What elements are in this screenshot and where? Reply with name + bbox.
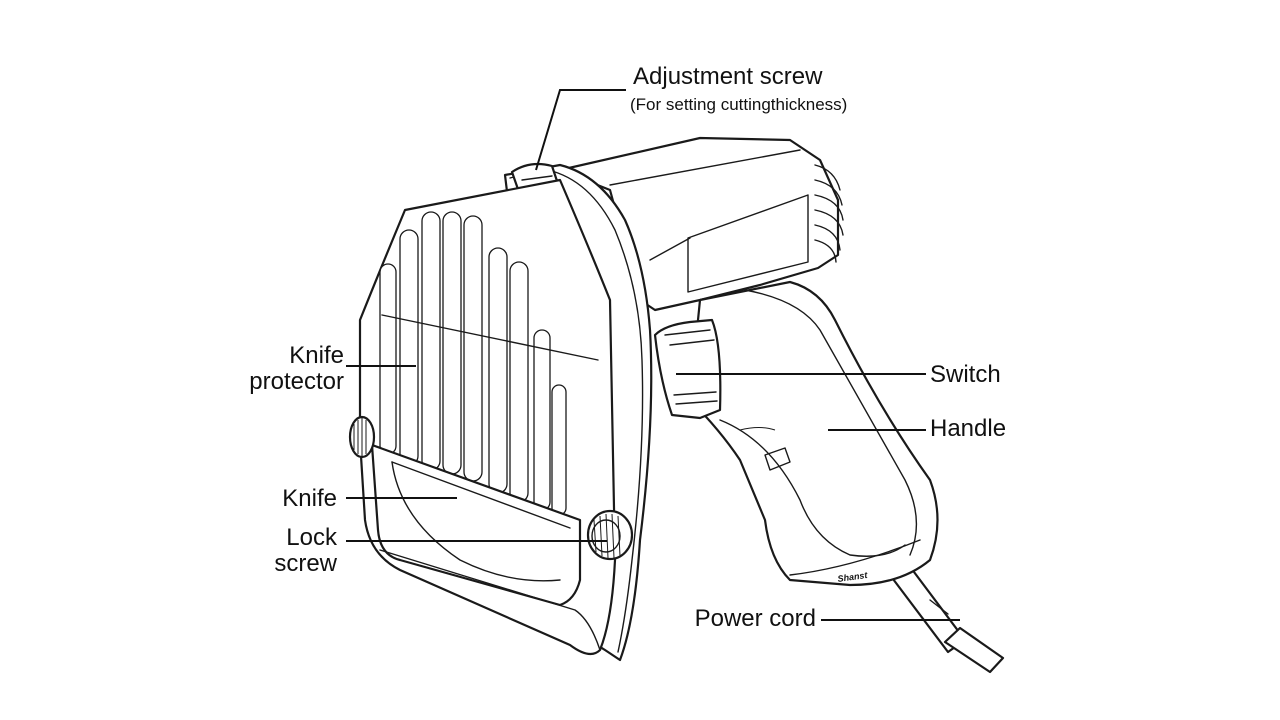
label-lock-screw-line2: screw <box>274 550 337 577</box>
leader-adjustment-screw <box>535 89 626 171</box>
brand-mark: Shanst <box>837 570 869 584</box>
label-knife: Knife <box>282 485 337 512</box>
label-knife-protector-line2: protector <box>249 368 344 395</box>
leader-lines <box>346 89 960 621</box>
label-adjustment-screw-note: (For setting cuttingthickness) <box>630 95 847 114</box>
handle <box>688 280 939 587</box>
label-switch: Switch <box>930 361 1001 388</box>
label-knife-protector-line1: Knife <box>289 342 344 369</box>
label-lock-screw-line1: Lock <box>286 524 338 551</box>
label-adjustment-screw: Adjustment screw <box>633 63 823 90</box>
side-knob <box>348 415 376 459</box>
label-handle: Handle <box>930 415 1006 442</box>
label-power-cord: Power cord <box>695 605 816 632</box>
switch <box>653 318 722 420</box>
lock-screw <box>586 509 634 561</box>
power-cord <box>888 558 1005 674</box>
